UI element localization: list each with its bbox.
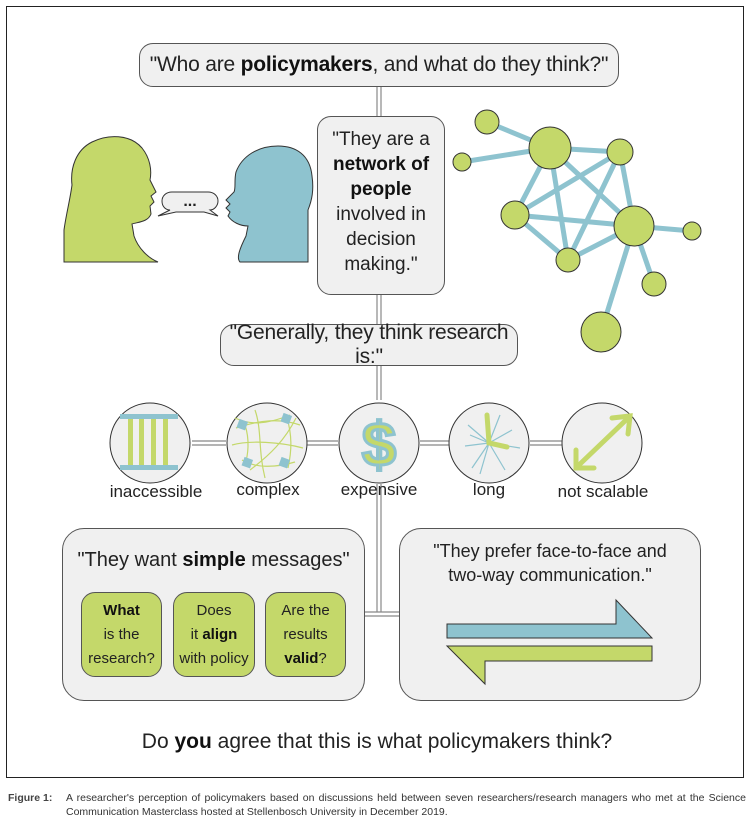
research-header-box: "Generally, they think research is:" [220,321,518,368]
attribute-label-expensive: expensive [340,480,418,499]
face-to-face-line-1: "They prefer face-to-face and [433,541,667,561]
top-question: "Who are policymakers, and what do they … [149,53,609,77]
speech-bubble-text: ... [183,193,196,210]
network-node [606,138,634,166]
network-line-2: involved in [336,204,426,225]
message-card-valid: Are the results valid? [265,592,346,677]
network-node [555,247,581,273]
network-definition-box: "They are a network of people involved i… [317,116,445,295]
network-graph [452,109,702,353]
figure-caption-text: A researcher's perception of policymaker… [66,792,746,818]
clock-icon [448,402,530,484]
svg-text:$: $ [362,411,396,480]
message-card-align: Does it align with policy [173,592,255,677]
face-to-face-bg [399,528,701,701]
attribute-label-complex: complex [236,480,300,499]
top-question-post: , and what do they think?" [372,53,609,76]
network-nodes [452,109,702,353]
top-question-pre: "Who are [149,53,241,76]
network-bold-1: network of [332,154,430,175]
research-header-text: "Generally, they think research is:" [229,321,509,368]
diagonal-double-arrow-icon [561,402,643,484]
network-edges [459,119,695,335]
face-to-face-box: "They prefer face-to-face and two-way co… [399,528,701,701]
network-line-1: "They are a [332,129,430,150]
network-node [580,311,622,353]
tangled-web-icon [226,402,308,484]
network-node [474,109,500,135]
dollar-sign-icon: $ [338,402,420,484]
network-node [682,221,702,241]
simple-messages-title: "They want simple messages" [77,549,350,571]
network-node [452,152,472,172]
bottom-question: Do you agree that this is what policymak… [141,730,613,753]
figure-label: Figure 1: [8,792,53,804]
network-bold-2: people [350,179,412,200]
network-node [613,205,655,247]
connector-lines [192,86,562,617]
network-line-4: making." [344,254,418,275]
network-line-3: decision [346,229,416,250]
man-silhouette-icon [225,145,314,263]
network-node [528,126,572,170]
attribute-label-long: long [472,480,506,499]
top-question-box: "Who are policymakers, and what do they … [139,43,619,87]
attribute-label-inaccessible: inaccessible [109,482,203,501]
top-question-bold: policymakers [240,53,373,76]
network-node [641,271,667,297]
woman-silhouette-icon [63,136,159,263]
network-node [500,200,530,230]
two-way-arrows-icon [445,598,654,686]
message-card-what: What is the research? [81,592,162,677]
speech-bubble-icon: ... [157,191,219,217]
gate-bars-icon [109,402,191,484]
face-to-face-line-2: two-way communication." [448,565,652,585]
attribute-label-not-scalable: not scalable [557,482,649,501]
